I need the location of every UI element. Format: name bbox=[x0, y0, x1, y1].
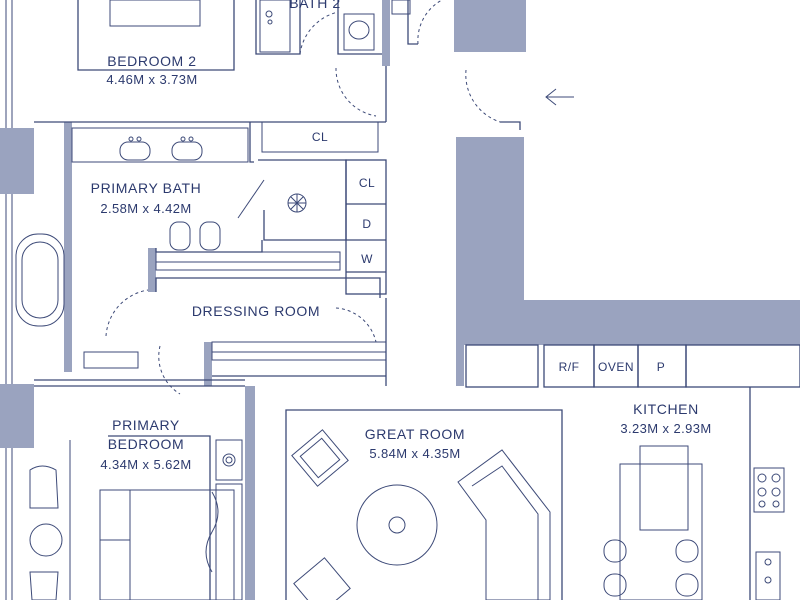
closet-stack bbox=[345, 159, 387, 295]
great-room-name: GREAT ROOM bbox=[365, 426, 465, 442]
wall-bath-strip bbox=[148, 248, 156, 292]
arrow-left-icon bbox=[545, 88, 574, 106]
wall-bath2-strip bbox=[382, 0, 390, 66]
wall-bedroom-divider bbox=[245, 386, 255, 600]
wall-left-strip bbox=[64, 122, 72, 372]
armchair-top bbox=[291, 429, 349, 487]
bedroom2-dims: 4.46M x 3.73M bbox=[106, 72, 197, 87]
great-room-dims: 5.84M x 4.35M bbox=[369, 446, 460, 461]
closet-w-label: W bbox=[361, 252, 373, 266]
primary-bedroom-name-2: BEDROOM bbox=[108, 436, 185, 452]
bedroom2-area bbox=[77, 0, 521, 130]
rf-label: R/F bbox=[559, 360, 580, 374]
kitchen-sink bbox=[755, 551, 781, 600]
primary-bath-dims: 2.58M x 4.42M bbox=[100, 201, 191, 216]
wall-kitchen-core bbox=[456, 137, 800, 386]
bed bbox=[99, 489, 235, 600]
coffee-table bbox=[356, 484, 438, 566]
primary-bedroom-name-1: PRIMARY bbox=[112, 417, 180, 433]
kitchen-name: KITCHEN bbox=[633, 401, 699, 417]
closet-cl-top-label: CL bbox=[312, 130, 328, 144]
kitchen-area bbox=[465, 344, 800, 600]
facade-lines bbox=[5, 0, 386, 600]
great-room-area bbox=[285, 409, 563, 600]
primary-bath-name: PRIMARY BATH bbox=[91, 180, 202, 196]
kitchen-dims: 3.23M x 2.93M bbox=[620, 421, 711, 436]
bidet bbox=[199, 221, 221, 251]
cooktop bbox=[753, 467, 785, 513]
bathtub bbox=[15, 233, 65, 327]
toilet bbox=[169, 221, 191, 251]
closet-cl-side-label: CL bbox=[359, 176, 375, 190]
sofa bbox=[457, 449, 551, 600]
primary-bedroom-area bbox=[29, 435, 243, 600]
armchair-bottom bbox=[293, 557, 351, 600]
dressing-room-name: DRESSING ROOM bbox=[192, 303, 320, 319]
wall-dressing-mid bbox=[204, 342, 212, 386]
sink-right bbox=[171, 141, 203, 161]
column-top-right bbox=[454, 0, 526, 52]
column-left-lower bbox=[0, 384, 34, 448]
sink-left bbox=[119, 141, 151, 161]
oven-label: OVEN bbox=[598, 360, 634, 374]
closet-d-label: D bbox=[362, 217, 371, 231]
column-left-upper bbox=[0, 128, 34, 194]
bedroom2-name: BEDROOM 2 bbox=[107, 53, 196, 69]
bath2-name: BATH 2 bbox=[289, 0, 341, 11]
kitchen-island bbox=[639, 445, 689, 531]
pantry-label: P bbox=[657, 360, 666, 374]
primary-bedroom-dims: 4.34M x 5.62M bbox=[100, 457, 191, 472]
dressing-room-area bbox=[155, 251, 387, 395]
